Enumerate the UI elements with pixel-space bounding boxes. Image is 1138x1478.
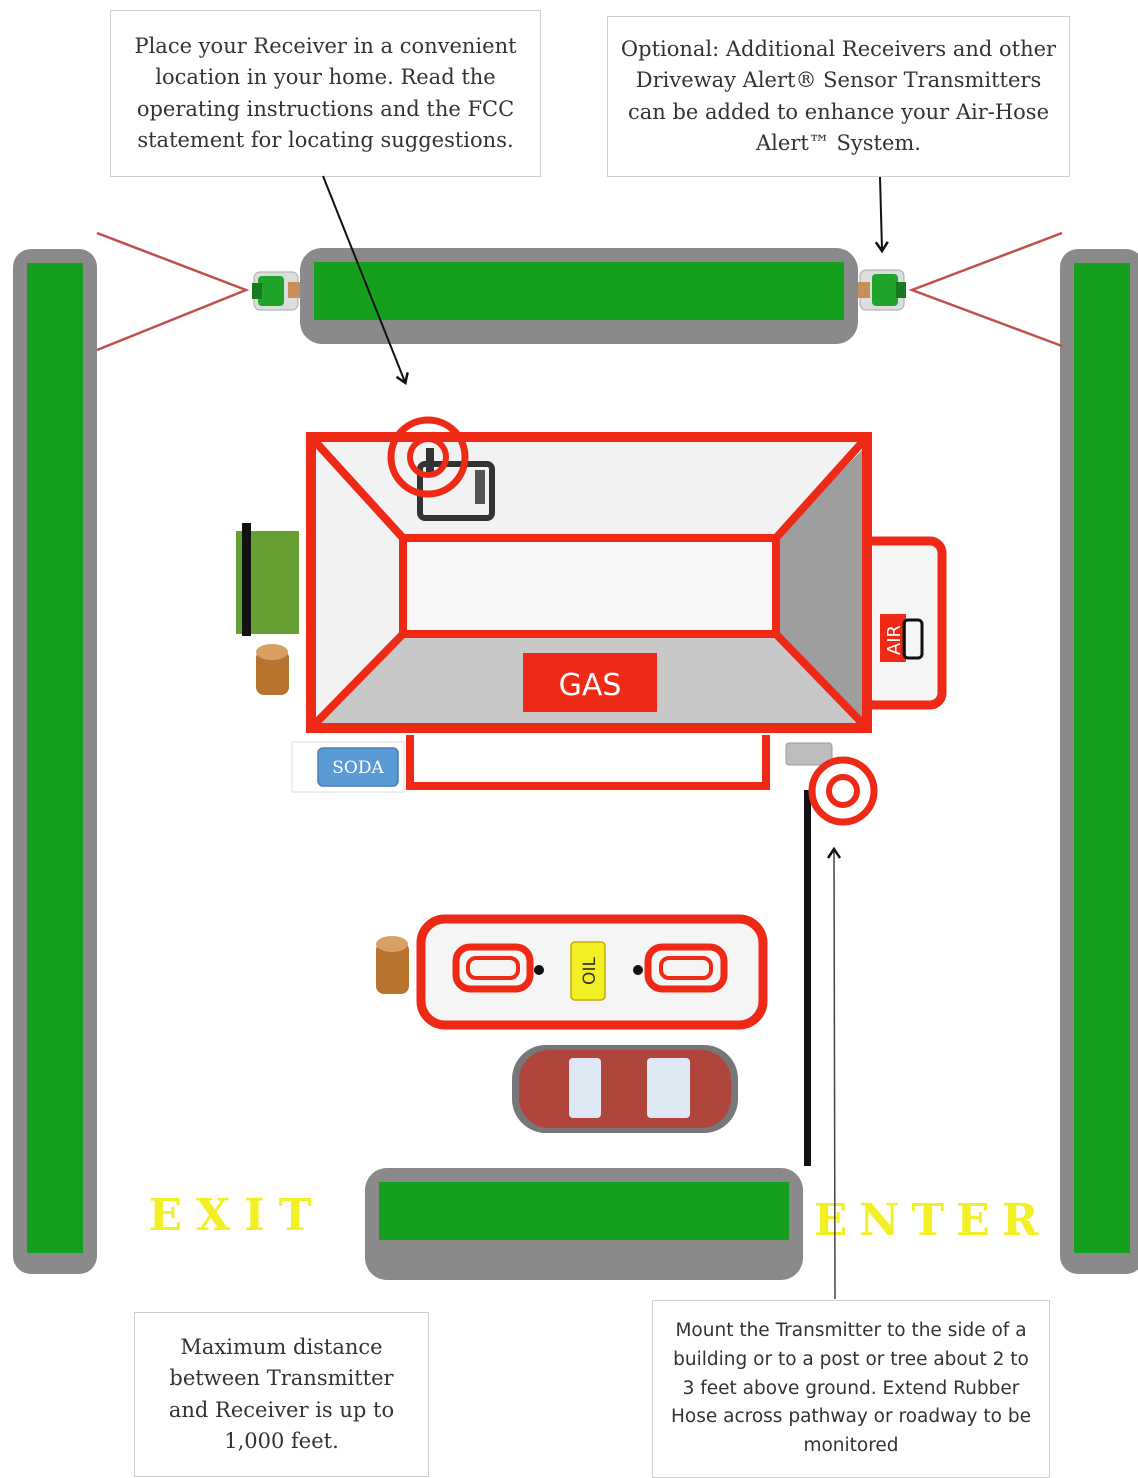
- distance-callout-text: Maximum distance between Transmitter and…: [168, 1334, 395, 1454]
- left-sensor-beam: [96, 231, 250, 352]
- air-label: AIR: [884, 625, 905, 655]
- optional-callout: Optional: Additional Receivers and other…: [607, 16, 1070, 177]
- receiver-signal-outer: [387, 416, 469, 498]
- optional-callout-arrow: [880, 176, 882, 250]
- right-sensor-icon: [858, 269, 906, 311]
- left-hedge: [13, 249, 97, 1274]
- dumpster-icon: [236, 523, 299, 636]
- left-sensor-icon: [252, 271, 300, 311]
- enter-label: ENTER: [814, 1195, 1051, 1246]
- right-sensor-beam: [908, 231, 1063, 348]
- right-hedge: [1060, 249, 1138, 1274]
- gas-station-building: GAS: [306, 432, 872, 733]
- exit-label: EXIT: [149, 1190, 326, 1241]
- transmitter-signal-inner: [826, 774, 860, 808]
- barrel-icon: [256, 644, 289, 695]
- transmitter-icon: [785, 742, 833, 1166]
- transmitter-signal-outer: [808, 756, 878, 826]
- mount-callout-text: Mount the Transmitter to the side of a b…: [671, 1320, 1031, 1456]
- receiver-callout-text: Place your Receiver in a convenient loca…: [134, 33, 517, 153]
- soda-annex: SODA: [291, 735, 770, 793]
- gas-label: GAS: [559, 668, 622, 703]
- optional-callout-text: Optional: Additional Receivers and other…: [620, 36, 1057, 156]
- distance-callout: Maximum distance between Transmitter and…: [134, 1312, 429, 1477]
- soda-label: SODA: [332, 758, 384, 778]
- pump-island: OIL: [416, 914, 768, 1030]
- oil-barrel-icon: [376, 936, 409, 994]
- car-icon: [512, 1045, 738, 1133]
- oil-label: OIL: [580, 957, 600, 985]
- air-station: AIR: [857, 536, 947, 710]
- top-hedge: [300, 248, 858, 344]
- receiver-callout: Place your Receiver in a convenient loca…: [110, 10, 541, 177]
- receiver-callout-arrow: [322, 175, 405, 382]
- mount-callout-arrow: [834, 850, 835, 1300]
- mount-callout: Mount the Transmitter to the side of a b…: [652, 1300, 1050, 1478]
- bottom-hedge: [365, 1168, 803, 1280]
- receiver-signal-inner: [407, 436, 449, 478]
